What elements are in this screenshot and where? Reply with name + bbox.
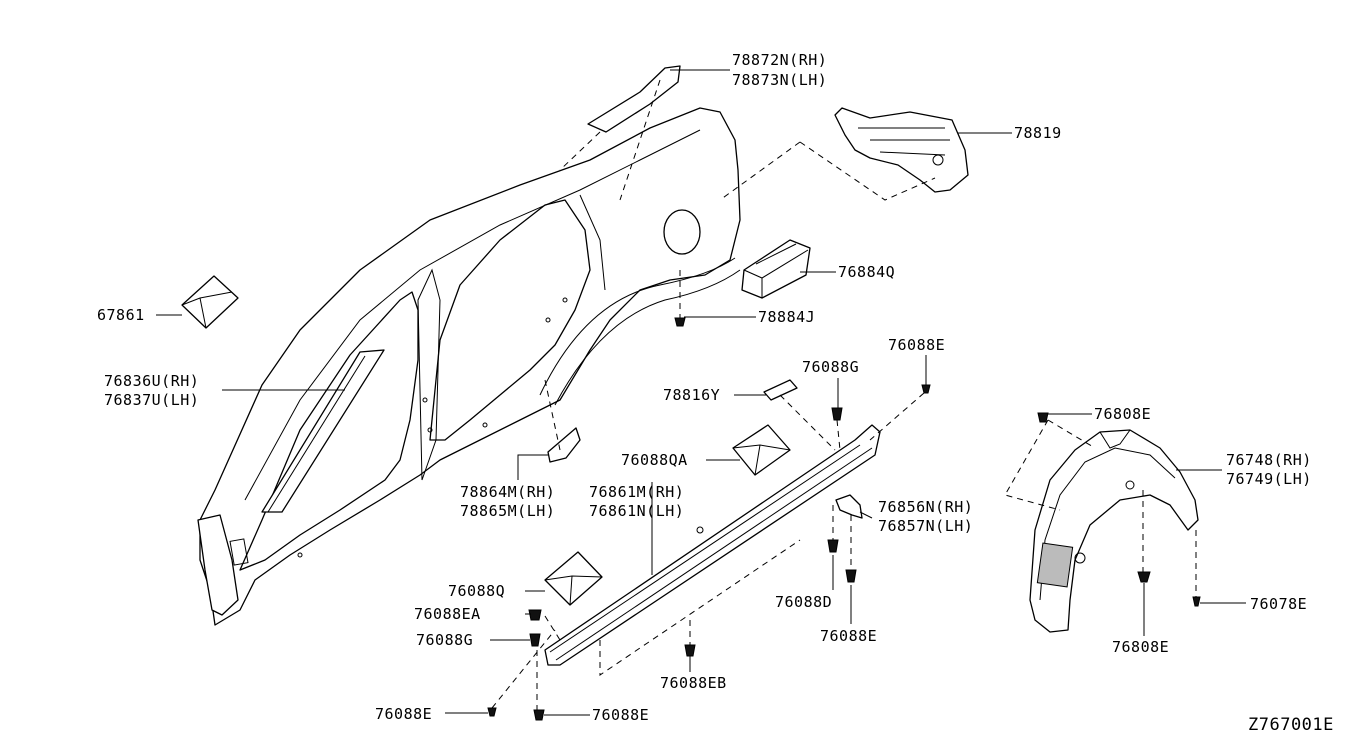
label-76836u: 76836U(RH) <box>104 372 199 390</box>
label-76748: 76748(RH) <box>1226 451 1312 469</box>
label-78819: 78819 <box>1014 124 1062 142</box>
label-76088e-left: 76088E <box>375 705 432 723</box>
sill-moulding-76861m <box>544 424 881 666</box>
label-67861: 67861 <box>97 306 145 324</box>
label-76078e: 76078E <box>1250 595 1307 613</box>
part-labels: 78872N(RH) 78873N(LH) 78819 76884Q 78884… <box>97 51 1334 735</box>
bracket-78872n <box>587 65 681 133</box>
diagram-id: Z767001E <box>1248 715 1334 735</box>
liner-76748 <box>1029 429 1199 633</box>
label-78872n: 78872N(RH) <box>732 51 827 69</box>
piece-78864m <box>547 427 581 463</box>
label-76088e-top: 76088E <box>888 336 945 354</box>
label-78873n: 78873N(LH) <box>732 71 827 89</box>
leader-lines <box>156 69 1246 716</box>
label-76749: 76749(LH) <box>1226 470 1312 488</box>
label-78864m: 78864M(RH) <box>460 483 555 501</box>
label-76088e-bot: 76088E <box>592 706 649 724</box>
label-76088g-low: 76088G <box>416 631 473 649</box>
label-76088ea: 76088EA <box>414 605 481 623</box>
fasteners <box>487 317 1201 721</box>
label-78865m: 78865M(LH) <box>460 502 555 520</box>
label-76088q: 76088Q <box>448 582 505 600</box>
label-76088qa: 76088QA <box>621 451 688 469</box>
assembly-lines <box>491 79 1197 710</box>
cover-78819 <box>834 107 969 193</box>
pad-76088qa <box>732 424 791 476</box>
label-76808e-top: 76808E <box>1094 405 1151 423</box>
label-78884j: 78884J <box>758 308 815 326</box>
label-76808e-low: 76808E <box>1112 638 1169 656</box>
label-76088d: 76088D <box>775 593 832 611</box>
bracket-76856n <box>835 494 863 519</box>
label-78816y: 78816Y <box>663 386 720 404</box>
pad-78816y <box>763 379 798 401</box>
label-76861n: 76861N(LH) <box>589 502 684 520</box>
body-side-outer-panel <box>197 107 741 626</box>
window-moulding-76836u <box>261 349 385 513</box>
label-76088eb: 76088EB <box>660 674 727 692</box>
pad-76088q <box>544 551 603 606</box>
label-76088g-top: 76088G <box>802 358 859 376</box>
label-76857n: 76857N(LH) <box>878 517 973 535</box>
label-76884q: 76884Q <box>838 263 895 281</box>
label-76861m: 76861M(RH) <box>589 483 684 501</box>
label-76856n: 76856N(RH) <box>878 498 973 516</box>
pad-67861 <box>181 275 239 329</box>
block-76884q <box>741 239 811 299</box>
label-76088e-mid: 76088E <box>820 627 877 645</box>
label-76837u: 76837U(LH) <box>104 391 199 409</box>
